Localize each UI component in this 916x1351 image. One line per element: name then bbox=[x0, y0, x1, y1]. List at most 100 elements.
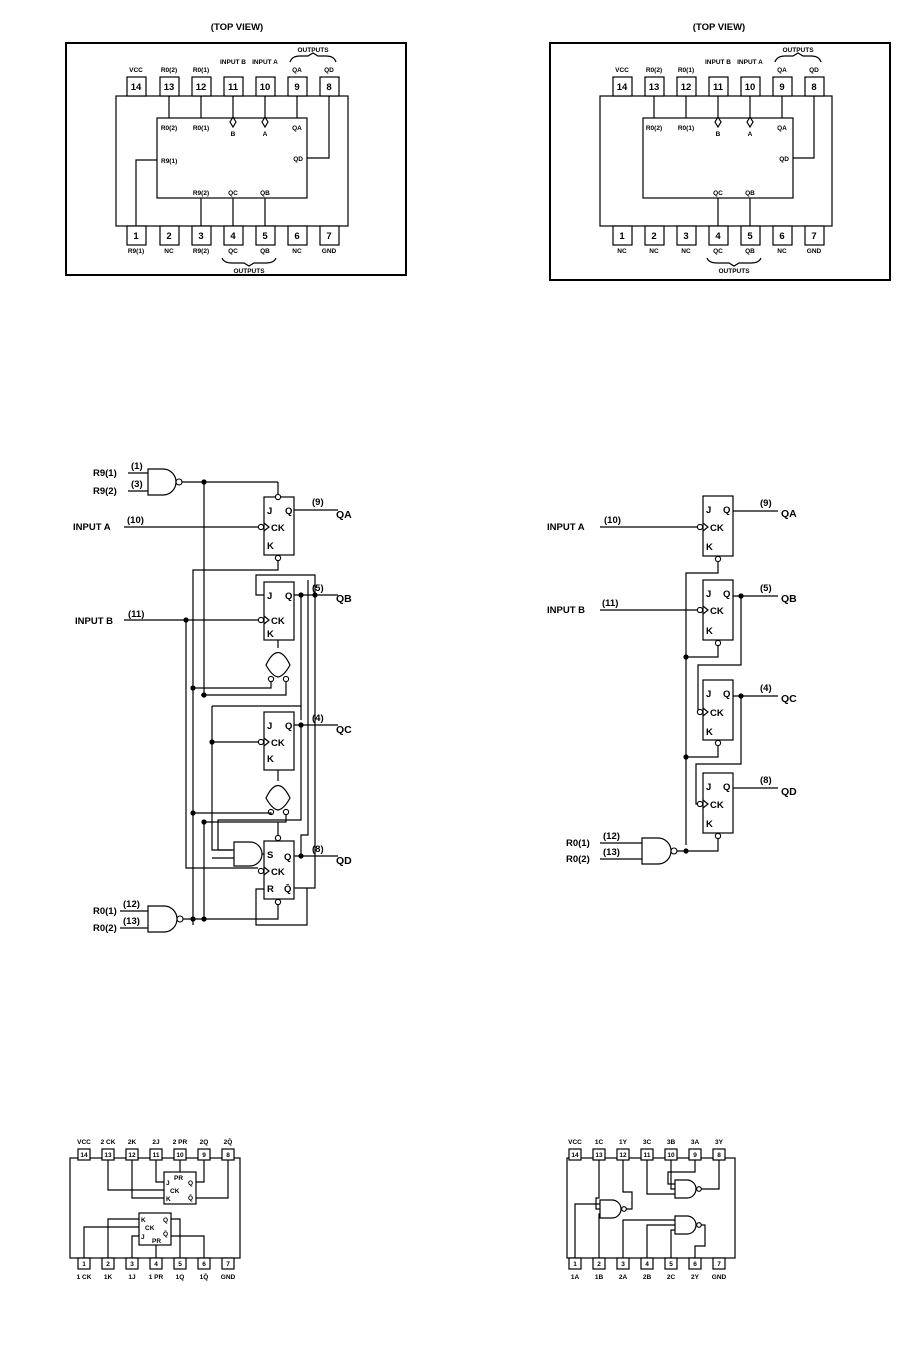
svg-text:CK: CK bbox=[170, 1188, 180, 1195]
pin-number: 7 bbox=[717, 1261, 721, 1268]
pin-number: 11 bbox=[713, 82, 724, 93]
pin-label: QC bbox=[228, 248, 238, 255]
output-label-qc: QC bbox=[781, 693, 797, 705]
svg-text:K: K bbox=[706, 819, 713, 830]
outputs-label: OUTPUTS bbox=[718, 268, 750, 275]
flip-flop-d bbox=[263, 840, 295, 900]
pin-label: VCC bbox=[615, 67, 629, 74]
pin-ref: (12) bbox=[603, 831, 620, 842]
pin-6 bbox=[772, 225, 793, 246]
jk-flip-flop-1 bbox=[138, 1212, 172, 1246]
pin-label: 3A bbox=[691, 1139, 700, 1146]
pin-ref: (13) bbox=[603, 847, 620, 858]
svg-text:K: K bbox=[267, 754, 274, 765]
svg-text:B: B bbox=[231, 131, 236, 138]
svg-text:CK: CK bbox=[710, 523, 724, 534]
svg-text:Q: Q bbox=[285, 591, 292, 602]
and-gate bbox=[233, 841, 263, 867]
pin-label: NC bbox=[777, 248, 787, 255]
svg-text:R0(2): R0(2) bbox=[161, 125, 177, 132]
pin-label: R9(1) bbox=[128, 248, 144, 255]
pin-label: 2C bbox=[667, 1274, 676, 1281]
logic-diagram-1: R9(1) (1) R9(2) (3) J Q CK K INPUT A (10… bbox=[73, 461, 352, 934]
counter-block bbox=[642, 117, 794, 199]
pin-label: 2J bbox=[152, 1139, 160, 1146]
pin-label: 1Y bbox=[619, 1139, 628, 1146]
svg-text:PR: PR bbox=[152, 1238, 161, 1245]
output-label-qd: QD bbox=[781, 786, 797, 798]
pin-label: VCC bbox=[568, 1139, 582, 1146]
bottom-pin-row: 1 2 3 4 5 6 7 1A 1B 2A 2B 2C 2Y GND bbox=[568, 1257, 727, 1281]
pin-number: 14 bbox=[80, 1152, 88, 1159]
pin-label: R0(1) bbox=[193, 67, 209, 74]
pin-number: 7 bbox=[226, 1261, 230, 1268]
ic-package bbox=[599, 95, 833, 227]
svg-text:J: J bbox=[706, 589, 711, 600]
input-label-r92: R9(2) bbox=[93, 486, 117, 497]
output-label-qa: QA bbox=[336, 509, 352, 521]
pin-label: QD bbox=[809, 67, 819, 74]
pin-number: 10 bbox=[176, 1152, 184, 1159]
pin-label: 2 PR bbox=[173, 1139, 188, 1146]
pin-number: 9 bbox=[693, 1152, 697, 1159]
nand-gate bbox=[147, 905, 178, 933]
pinout-frame bbox=[65, 42, 407, 276]
pin-label: 1C bbox=[595, 1139, 604, 1146]
svg-text:CK: CK bbox=[271, 738, 285, 749]
counter-block bbox=[156, 117, 308, 199]
top-pin-row: 14 13 12 11 10 9 8 VCC 1C 1Y 3C 3B 3A 3Y bbox=[568, 1139, 726, 1161]
pin-label: INPUT B bbox=[220, 59, 246, 66]
outputs-brace bbox=[221, 257, 277, 267]
pin-number: 5 bbox=[178, 1261, 182, 1268]
nand-gate bbox=[147, 468, 177, 496]
pin-label: QB bbox=[260, 248, 270, 255]
pin-label: 3B bbox=[667, 1139, 676, 1146]
output-label-qa: QA bbox=[781, 508, 797, 520]
svg-text:QD: QD bbox=[293, 156, 303, 163]
outputs-label: OUTPUTS bbox=[297, 47, 329, 54]
svg-text:(5): (5) bbox=[312, 583, 324, 594]
pin-number: 10 bbox=[667, 1152, 675, 1159]
svg-text:PR: PR bbox=[174, 1175, 183, 1182]
pin-label: 1 CK bbox=[77, 1274, 92, 1281]
svg-text:QA: QA bbox=[777, 125, 787, 132]
flip-flop-c bbox=[263, 711, 295, 771]
pin-label: 2Y bbox=[691, 1274, 700, 1281]
pin-ref: (10) bbox=[127, 515, 144, 526]
pin-number: 2 bbox=[106, 1261, 110, 1268]
svg-text:K: K bbox=[166, 1196, 171, 1203]
outputs-brace bbox=[706, 257, 762, 267]
pinout-diagram-3: 14 13 12 11 10 9 8 VCC 2 CK 2K 2J 2 PR 2… bbox=[69, 1137, 241, 1281]
pin-number: 7 bbox=[326, 231, 331, 242]
pinout-diagram-4: 14 13 12 11 10 9 8 VCC 1C 1Y 3C 3B 3A 3Y… bbox=[566, 1139, 736, 1281]
pin-label: GND bbox=[221, 1274, 236, 1281]
svg-text:B: B bbox=[716, 131, 721, 138]
nand-gate-2 bbox=[674, 1215, 697, 1235]
pin-label: 2A bbox=[619, 1274, 628, 1281]
svg-text:QC: QC bbox=[713, 190, 723, 197]
pin-ref: (1) bbox=[131, 461, 143, 472]
top-pin-row: 14 13 12 11 10 9 8 VCC R0(2) R0(1) INPUT… bbox=[126, 47, 340, 97]
pin-number: 14 bbox=[617, 82, 628, 93]
pin-number: 13 bbox=[649, 82, 660, 93]
svg-text:J: J bbox=[166, 1180, 170, 1187]
pin-label: NC bbox=[681, 248, 691, 255]
bottom-pin-row: 1 2 3 4 5 6 7 R9(1) NC R9(2) QC QB NC GN… bbox=[126, 225, 340, 275]
pin-number: 11 bbox=[153, 1152, 160, 1159]
top-view-title: (TOP VIEW) bbox=[211, 22, 263, 33]
svg-text:S: S bbox=[267, 850, 273, 861]
pin-ref: (13) bbox=[123, 916, 140, 927]
svg-text:(4): (4) bbox=[760, 683, 772, 694]
pin-number: 10 bbox=[745, 82, 756, 93]
svg-text:Q: Q bbox=[284, 852, 291, 863]
pin-number: 13 bbox=[104, 1152, 112, 1159]
pin-number: 1 bbox=[82, 1261, 86, 1268]
svg-text:A: A bbox=[263, 131, 268, 138]
svg-text:K: K bbox=[267, 629, 274, 640]
pin-label: R0(2) bbox=[646, 67, 662, 74]
pin-3 bbox=[676, 225, 697, 246]
pin-label: 1B bbox=[595, 1274, 604, 1281]
pin-number: 6 bbox=[294, 231, 299, 242]
svg-text:Q: Q bbox=[285, 506, 292, 517]
